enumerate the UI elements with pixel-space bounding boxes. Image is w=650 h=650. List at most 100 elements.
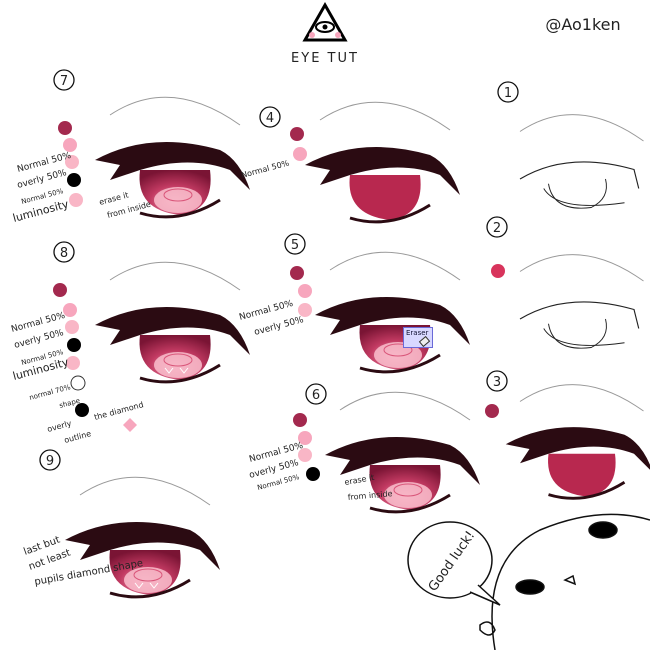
- iris-highlight: [124, 567, 172, 593]
- eyebrow-line: [109, 96, 241, 126]
- upper-lashes: [325, 437, 480, 485]
- annotation-text: luminosity: [11, 197, 70, 224]
- iris-highlight: [384, 482, 432, 508]
- iris: [548, 453, 616, 497]
- iris-highlight: [154, 187, 202, 213]
- color-swatch: [69, 193, 83, 207]
- eye-triangle-logo: [302, 1, 348, 42]
- lower-lid: [369, 493, 451, 514]
- step-number-circle: [259, 106, 281, 128]
- eraser-tooltip: Eraser: [403, 327, 433, 348]
- eyebrow-line: [109, 261, 241, 291]
- step-number: 4: [266, 111, 274, 126]
- color-swatch: [298, 284, 312, 298]
- color-swatch: [67, 173, 81, 187]
- color-swatch: [75, 403, 89, 417]
- step-number: 9: [46, 454, 54, 469]
- upper-lid: [519, 161, 640, 189]
- upper-lashes: [505, 427, 650, 470]
- pupil-shine: [164, 367, 189, 374]
- color-swatch: [293, 413, 307, 427]
- iris-ring: [133, 568, 163, 582]
- annotation-text: from inside: [347, 489, 393, 502]
- eyebrow-line: [339, 391, 471, 421]
- color-swatch: [293, 147, 307, 161]
- eyebrow-line: [319, 101, 451, 131]
- color-swatch: [66, 356, 80, 370]
- upper-lashes: [95, 307, 250, 355]
- step-number-circle: [39, 449, 61, 471]
- color-swatch: [65, 320, 79, 334]
- eyebrow-line: [519, 254, 644, 282]
- color-swatch: [70, 375, 86, 391]
- upper-lashes: [315, 297, 470, 345]
- annotation-text: outline: [63, 429, 92, 445]
- eye-drawing: [505, 384, 650, 500]
- color-swatch: [63, 303, 77, 317]
- eye-drawing: [315, 251, 470, 374]
- step-number-circle: [53, 241, 75, 263]
- annotation-text: overly 50%: [253, 315, 305, 338]
- iris: [349, 175, 421, 220]
- lower-lid: [139, 198, 221, 219]
- step-number-circle: [305, 383, 327, 405]
- color-swatch: [58, 121, 72, 135]
- color-swatch: [65, 155, 79, 169]
- eyebrow-line: [329, 251, 461, 281]
- color-swatch: [67, 338, 81, 352]
- eyebrow-line: [519, 114, 644, 142]
- step-number-circle: [497, 81, 519, 103]
- eraser-label: Eraser: [406, 329, 429, 337]
- step-number: 6: [312, 388, 320, 403]
- lower-lid: [109, 578, 191, 599]
- speech-bubble: Good luck!: [407, 521, 501, 606]
- step-number: 2: [493, 221, 501, 236]
- lower-lid: [543, 328, 625, 346]
- iris-highlight: [374, 342, 422, 368]
- step-number: 1: [504, 86, 512, 101]
- color-swatch: [53, 283, 67, 297]
- title: EYE TUT: [291, 51, 359, 66]
- chibi-drawing: [479, 513, 650, 650]
- iris-highlight: [154, 352, 202, 378]
- eye-drawing: [65, 476, 220, 599]
- iris-ring: [163, 188, 193, 202]
- diamond-shape: [123, 418, 137, 432]
- author-handle: @Ao1ken: [545, 15, 620, 34]
- step-number: 3: [493, 375, 501, 390]
- upper-lashes: [305, 147, 460, 195]
- step-number: 7: [60, 74, 68, 89]
- color-swatch: [298, 431, 312, 445]
- eye-drawing: [95, 261, 250, 384]
- color-swatch: [290, 266, 304, 280]
- iris-ring: [163, 353, 193, 367]
- upper-lashes: [65, 522, 220, 570]
- iris-outline: [548, 318, 607, 349]
- eye-drawing: [325, 391, 480, 514]
- upper-lid: [519, 301, 640, 329]
- eraser-icon: [418, 335, 431, 348]
- lower-lid: [543, 188, 625, 206]
- color-swatch: [306, 467, 320, 481]
- lower-lid: [359, 353, 441, 374]
- eyebrow-line: [519, 384, 644, 412]
- annotation-text: Normal 50%: [240, 158, 290, 180]
- step-number: 8: [60, 246, 68, 261]
- step-number: 5: [291, 238, 299, 253]
- eyebrow-line: [79, 476, 211, 506]
- annotation-text: the diamond: [93, 400, 144, 422]
- eye-drawing: [519, 114, 644, 209]
- step-number-circle: [486, 216, 508, 238]
- eye-drawing: [305, 101, 460, 224]
- annotation-text: overly: [46, 419, 73, 434]
- pupil-shine: [134, 582, 159, 589]
- step-number-circle: [53, 69, 75, 91]
- eye-drawing: [519, 254, 644, 349]
- step-number-circle: [284, 233, 306, 255]
- iris-outline: [548, 178, 607, 209]
- iris-ring: [383, 343, 413, 357]
- lower-lid: [548, 481, 626, 500]
- annotation-text: erase it: [98, 190, 129, 206]
